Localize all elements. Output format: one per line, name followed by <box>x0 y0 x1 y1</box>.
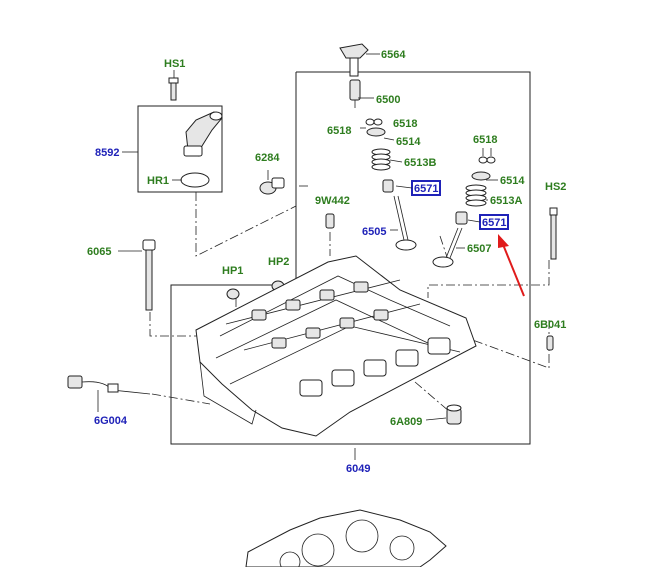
label-leaders <box>97 53 498 421</box>
bush-6a809 <box>446 404 462 425</box>
label-6049[interactable]: 6049 <box>346 463 370 475</box>
plug-9w442 <box>325 213 335 229</box>
head-gasket <box>245 509 447 567</box>
label-6571-lower[interactable]: 6571 <box>482 217 506 229</box>
part-labels: HS1 8592 HR1 6564 6500 6518 6518 6514 65… <box>87 49 566 475</box>
label-6505[interactable]: 6505 <box>362 226 386 238</box>
hs1-stud <box>168 77 179 101</box>
label-6g004[interactable]: 6G004 <box>94 415 128 427</box>
cylinder-head-6049 <box>195 255 477 437</box>
label-6513a[interactable]: 6513A <box>490 195 522 207</box>
sensor-6500 <box>349 79 361 108</box>
label-6b041[interactable]: 6B041 <box>534 319 566 331</box>
label-hp2[interactable]: HP2 <box>268 256 289 268</box>
label-hs2[interactable]: HS2 <box>545 181 566 193</box>
hs2-bolt <box>549 207 558 260</box>
valve-train-left <box>365 118 417 251</box>
label-6a809[interactable]: 6A809 <box>390 416 422 428</box>
label-8592[interactable]: 8592 <box>95 147 119 159</box>
label-6518-b[interactable]: 6518 <box>327 125 351 137</box>
label-6514-a[interactable]: 6514 <box>396 136 421 148</box>
label-6284[interactable]: 6284 <box>255 152 280 164</box>
hr1-o-ring <box>180 172 210 188</box>
valve-train-right <box>432 148 496 268</box>
thermostat-housing-8592 <box>183 111 223 157</box>
head-bolt-6065 <box>142 239 156 311</box>
label-hr1[interactable]: HR1 <box>147 175 169 187</box>
sensor-6284 <box>259 177 285 195</box>
label-6571-upper[interactable]: 6571 <box>414 183 438 195</box>
label-6507[interactable]: 6507 <box>467 243 491 255</box>
label-hs1[interactable]: HS1 <box>164 58 185 70</box>
temperature-sensor-6g004 <box>67 375 151 395</box>
label-6518-c[interactable]: 6518 <box>473 134 497 146</box>
plug-hp1 <box>226 288 240 300</box>
label-6518-a[interactable]: 6518 <box>393 118 417 130</box>
label-6065[interactable]: 6065 <box>87 246 111 258</box>
label-hp1[interactable]: HP1 <box>222 265 243 277</box>
label-6514-b[interactable]: 6514 <box>500 175 525 187</box>
solenoid-6564 <box>339 43 369 77</box>
label-6500[interactable]: 6500 <box>376 94 400 106</box>
label-9w442[interactable]: 9W442 <box>315 195 350 207</box>
label-6513b[interactable]: 6513B <box>404 157 436 169</box>
dowel-6b041 <box>546 335 554 351</box>
pointer-arrow <box>498 234 525 297</box>
label-6564[interactable]: 6564 <box>381 49 406 61</box>
